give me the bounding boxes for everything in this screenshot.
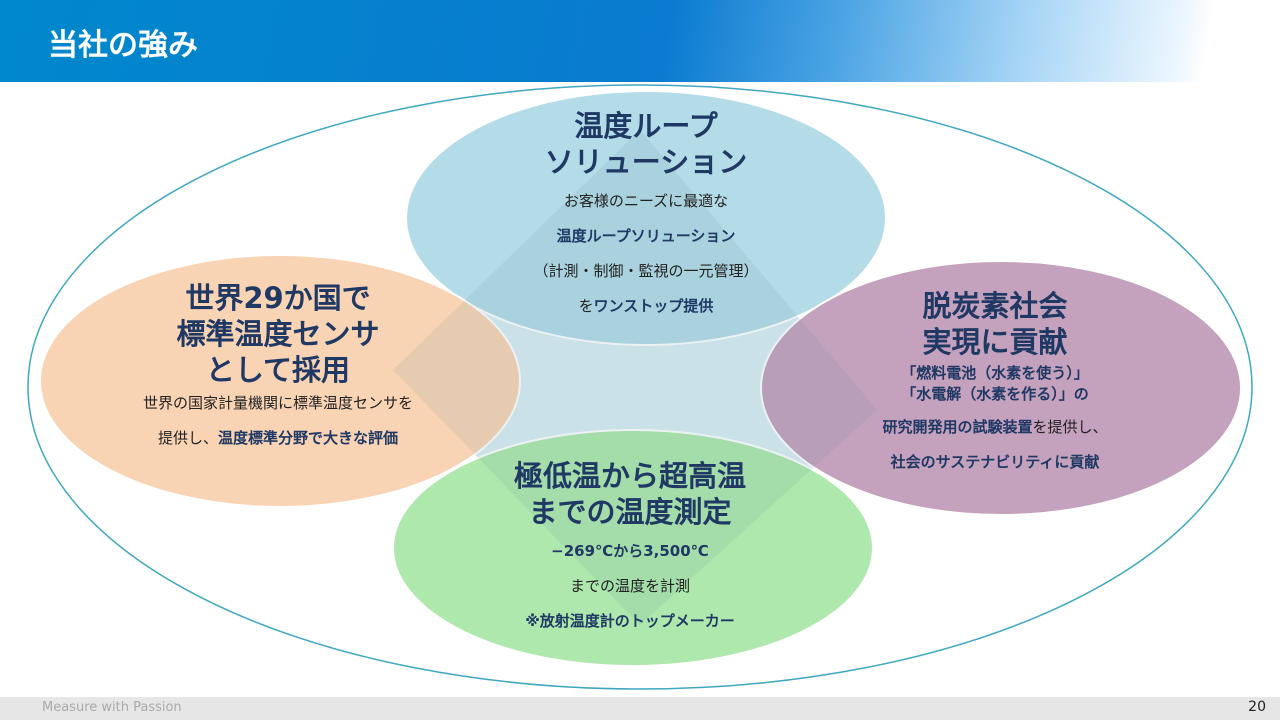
right-line-4: 社会のサステナビリティに貢献 [890,453,1100,471]
bottom-line-2: までの温度を計測 [569,577,690,595]
right-line-3b: を提供し、 [1032,418,1108,436]
top-line-4b: ワンストップ提供 [593,297,714,315]
ellipse-left [39,254,521,508]
bottom-block: 極低温から超高温 までの温度測定 −269℃から3,500℃ までの温度を計測 … [430,458,830,631]
page-number: 20 [1248,699,1266,715]
right-title-2: 実現に貢献 [922,325,1068,359]
bottom-line-1a: −269℃ [551,542,614,560]
left-title-2: 標準温度センサ [176,317,380,351]
top-line-2: 温度ループソリューション [556,227,736,245]
right-line-2: 「水電解（水素を作る）」の [901,385,1089,403]
top-title-2: ソリューション [544,145,748,179]
ellipse-right [760,260,1242,516]
footer-slogan: Measure with Passion [42,700,182,715]
top-line-1: お客様のニーズに最適な [563,192,729,210]
top-line-4a: を [578,297,594,315]
diamond-overlay [393,130,877,625]
footer: Measure with Passion 20 [0,697,1280,720]
left-line-2b: 温度標準分野で大きな評価 [218,429,399,447]
header-banner: 当社の強み [0,0,1280,82]
bottom-title-2: までの温度測定 [528,495,732,529]
right-line-1: 「燃料電池（水素を使う）」 [901,364,1089,382]
right-line-3a: 研究開発用の試験装置 [882,418,1033,436]
left-title-3: として採用 [205,353,351,387]
left-line-1: 世界の国家計量機関に標準温度センサを [142,394,413,412]
left-line-2a: 提供し、 [157,429,218,447]
ellipse-bottom [392,429,874,667]
right-block: 脱炭素社会 実現に貢献 「燃料電池（水素を使う）」 「水電解（水素を作る）」の … [795,288,1195,472]
left-line-2: 提供し、温度標準分野で大きな評価 [78,427,478,448]
top-line-4: をワンストップ提供 [446,295,846,316]
top-block: 温度ループ ソリューション お客様のニーズに最適な 温度ループソリューション （… [446,108,846,316]
bottom-line-1b: から [613,542,644,560]
bottom-title-1: 極低温から超高温 [513,459,746,493]
right-line-3: 研究開発用の試験装置を提供し、 [795,416,1195,437]
page-title: 当社の強み [48,28,198,63]
right-title-1: 脱炭素社会 [922,289,1068,323]
bottom-line-1c: 3,500℃ [643,542,709,560]
bottom-line-1: −269℃から3,500℃ [430,540,830,561]
bottom-line-3: ※放射温度計のトップメーカー [525,612,735,630]
top-title-1: 温度ループ [574,109,718,143]
ellipse-top [405,90,887,346]
left-block: 世界29か国で 標準温度センサ として採用 世界の国家計量機関に標準温度センサを… [78,280,478,448]
outer-ellipse [27,84,1253,690]
left-title-1: 世界29か国で [185,281,371,315]
top-line-3: （計測・制御・監視の一元管理） [533,262,759,280]
